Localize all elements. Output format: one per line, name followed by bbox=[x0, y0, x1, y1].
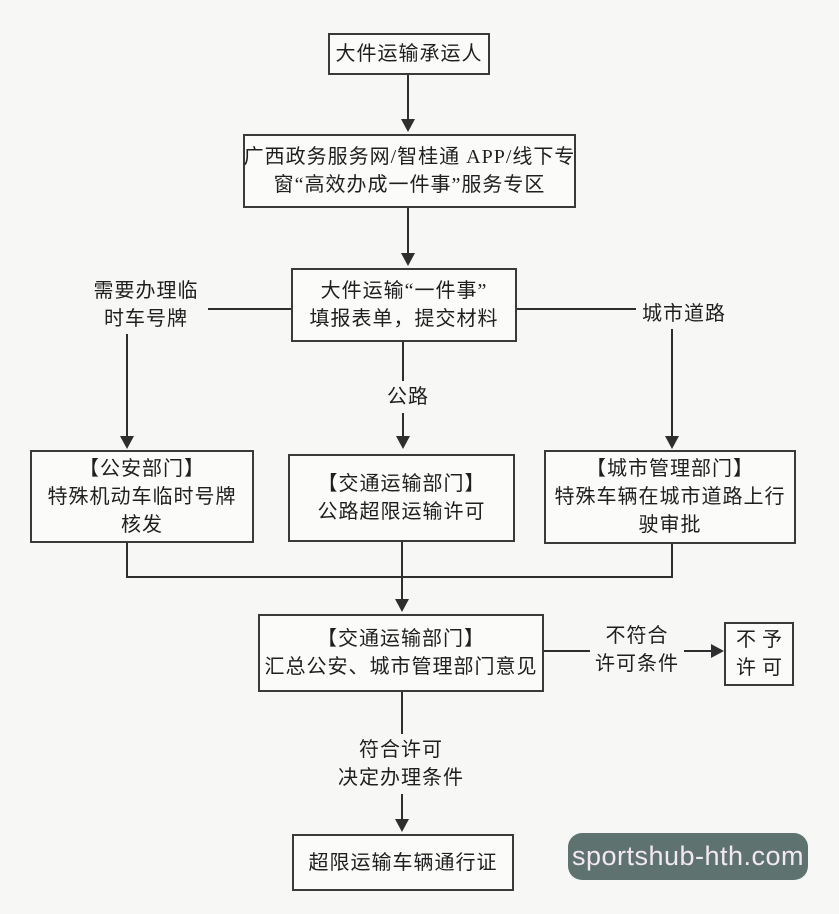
arrowhead-down-highway-dept-icon bbox=[396, 436, 410, 449]
edge-city-dept-to-merge bbox=[671, 544, 673, 578]
node-city-dept: 【城市管理部门】 特殊车辆在城市道路上行 驶审批 bbox=[544, 450, 796, 544]
arrowhead-down-city-dept-icon bbox=[665, 436, 679, 449]
node-highway-dept-line2: 公路超限运输许可 bbox=[317, 501, 486, 523]
node-form-line1: 大件运输“一件事” bbox=[320, 280, 488, 302]
edge-label-temp-plate-line2: 时车号牌 bbox=[104, 308, 188, 330]
edge-label-highway-line1: 公路 bbox=[387, 386, 429, 408]
edge-merge-horizontal bbox=[126, 576, 673, 578]
node-city-dept-line3: 驶审批 bbox=[638, 514, 702, 536]
node-portal: 广西政务服务网/智桂通 APP/线下专 窗“高效办成一件事”服务专区 bbox=[243, 134, 576, 208]
edge-police-to-merge bbox=[126, 543, 128, 578]
node-portal-line2: 窗“高效办成一件事”服务专区 bbox=[273, 174, 546, 196]
edge-carrier-to-portal bbox=[407, 75, 409, 121]
node-deny-line2: 许可 bbox=[736, 657, 788, 679]
arrowhead-down-summary-icon bbox=[395, 599, 409, 612]
edge-label-qualified-line1: 符合许可 bbox=[359, 739, 443, 761]
edge-label-not-qualified-line2: 许可条件 bbox=[595, 653, 679, 675]
node-highway-dept-line1: 【交通运输部门】 bbox=[317, 473, 486, 495]
watermark-badge: sportshub-hth.com bbox=[568, 833, 808, 880]
arrowhead-down-police-icon bbox=[120, 436, 134, 449]
edge-label-qualified-line2: 决定办理条件 bbox=[338, 767, 464, 789]
edge-label-not-qualified-line1: 不符合 bbox=[605, 625, 669, 647]
edge-portal-to-form bbox=[407, 208, 409, 255]
node-police-line2: 特殊机动车临时号牌 bbox=[47, 485, 237, 508]
arrowhead-down-permit-icon bbox=[395, 819, 409, 832]
edge-merge-to-summary bbox=[401, 542, 403, 600]
node-deny: 不予 许可 bbox=[724, 622, 794, 686]
edge-label-temp-plate: 需要办理临 时车号牌 bbox=[84, 276, 208, 334]
node-police-line1: 【公安部门】 bbox=[79, 457, 205, 480]
arrowhead-down-form-icon bbox=[401, 253, 415, 266]
node-deny-line1: 不予 bbox=[736, 629, 788, 651]
edge-label-highway: 公路 bbox=[381, 381, 435, 413]
node-form-line2: 填报表单，提交材料 bbox=[309, 308, 499, 330]
node-city-dept-line2: 特殊车辆在城市道路上行 bbox=[554, 486, 786, 508]
edge-label-not-qualified: 不符合 许可条件 bbox=[590, 620, 684, 680]
node-form: 大件运输“一件事” 填报表单，提交材料 bbox=[291, 268, 517, 342]
edge-label-city-road: 城市道路 bbox=[636, 299, 732, 329]
node-permit-text: 超限运输车辆通行证 bbox=[308, 851, 498, 874]
node-summary: 【交通运输部门】 汇总公安、城市管理部门意见 bbox=[258, 614, 544, 692]
node-city-dept-line1: 【城市管理部门】 bbox=[586, 458, 754, 480]
watermark-text: sportshub-hth.com bbox=[571, 841, 805, 871]
node-summary-line1: 【交通运输部门】 bbox=[317, 628, 485, 650]
arrowhead-down-portal-icon bbox=[401, 119, 415, 132]
node-carrier-text: 大件运输承运人 bbox=[335, 43, 483, 65]
edge-form-right-horizontal bbox=[517, 308, 673, 310]
edge-left-down-to-police bbox=[126, 309, 128, 437]
arrowhead-right-deny-icon bbox=[711, 644, 724, 658]
edge-label-qualified: 符合许可 决定办理条件 bbox=[336, 734, 466, 794]
node-police: 【公安部门】 特殊机动车临时号牌 核发 bbox=[30, 450, 254, 543]
edge-label-city-road-line1: 城市道路 bbox=[642, 303, 726, 325]
node-portal-line1: 广西政务服务网/智桂通 APP/线下专 bbox=[243, 146, 576, 168]
node-permit: 超限运输车辆通行证 bbox=[292, 834, 514, 891]
edge-form-left-horizontal bbox=[128, 308, 291, 310]
edge-right-down-to-city-dept bbox=[671, 309, 673, 437]
node-summary-line2: 汇总公安、城市管理部门意见 bbox=[264, 656, 538, 678]
node-carrier: 大件运输承运人 bbox=[328, 33, 490, 75]
edge-label-temp-plate-line1: 需要办理临 bbox=[93, 280, 199, 302]
node-highway-dept: 【交通运输部门】 公路超限运输许可 bbox=[288, 454, 515, 542]
node-police-line3: 核发 bbox=[121, 513, 163, 536]
